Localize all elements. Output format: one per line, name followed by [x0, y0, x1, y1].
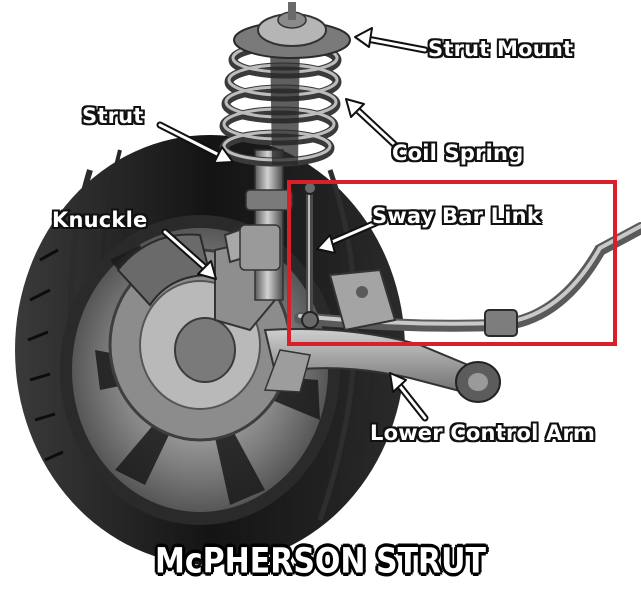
strut-arrow	[156, 121, 234, 164]
strut-mount-arrow	[354, 27, 429, 54]
coil-spring-label: Coil Spring	[392, 141, 524, 165]
sway-bar-link-part	[301, 181, 319, 329]
strut-mount-label: Strut Mount	[428, 37, 574, 61]
lower-control-arm-label: Lower Control Arm	[370, 421, 596, 445]
coil-spring-arrow	[345, 98, 399, 149]
sway-bar-link-arrow	[316, 218, 382, 254]
knuckle-label: Knuckle	[52, 208, 148, 232]
lower-control-arm-arrow	[389, 372, 429, 422]
strut-label: Strut	[82, 104, 144, 128]
knuckle-arrow	[161, 228, 217, 280]
sway-bar-part	[294, 222, 641, 337]
diagram-title: McPHERSON STRUT	[155, 541, 486, 582]
callout-arrows	[156, 27, 429, 422]
strut-mount-part	[233, 2, 351, 59]
sway-bar-highlight-box	[287, 180, 617, 346]
sway-bar-link-label: Sway Bar Link	[372, 204, 541, 228]
strut-part	[239, 149, 293, 301]
